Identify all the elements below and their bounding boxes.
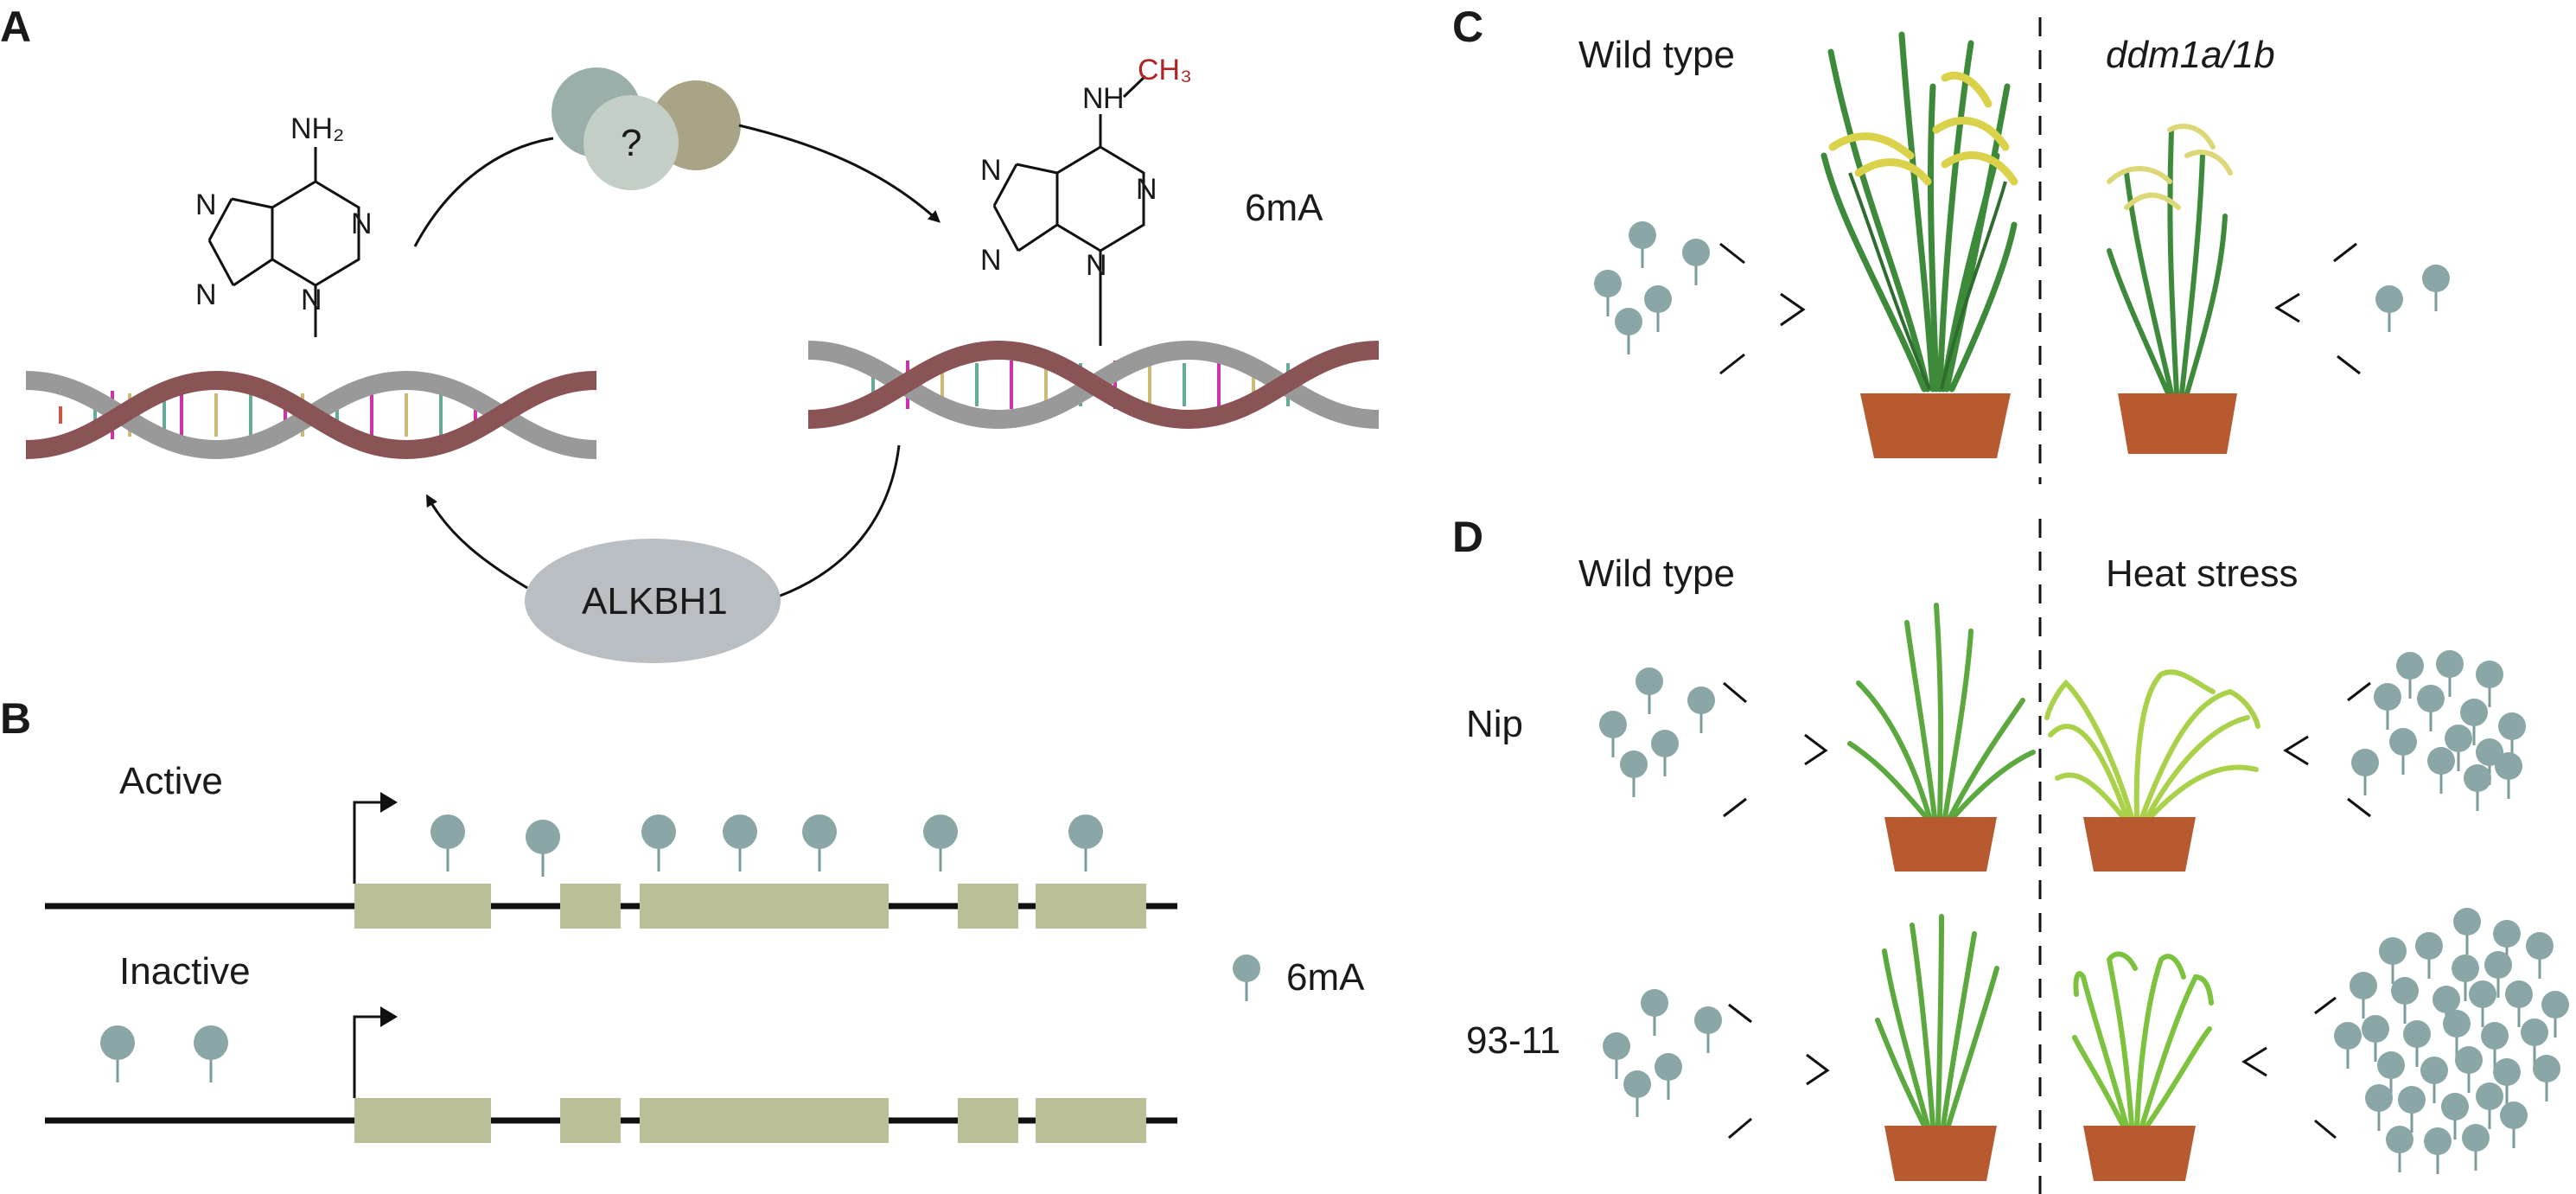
rice-plant-ddm1-mutant bbox=[2107, 124, 2237, 454]
6ma-mark-cluster bbox=[2332, 906, 2571, 1176]
panel-d: D Wild type Heat stress Nip 93-11 bbox=[1452, 513, 2571, 1194]
nh-label: N bbox=[1082, 82, 1104, 115]
eraser-alkbh1: ALKBH1 bbox=[525, 539, 781, 663]
6ma-mark bbox=[1067, 813, 1105, 873]
n-atom: N bbox=[301, 284, 322, 316]
c-right-title: ddm1a/1b bbox=[2106, 34, 2275, 76]
n-atom: N bbox=[1136, 173, 1157, 206]
row-label-93-11: 93-11 bbox=[1466, 1019, 1560, 1062]
ch3-label: CH₃ bbox=[1138, 54, 1192, 86]
n-atom: N bbox=[1086, 249, 1107, 282]
panel-a: A NH₂ N N N N bbox=[0, 3, 1380, 663]
rice-plant-nip-control bbox=[1847, 603, 2036, 872]
6ma-mark bbox=[921, 813, 960, 873]
dna-helix-unmethylated bbox=[25, 370, 597, 460]
greater-than-symbol bbox=[1804, 733, 1828, 766]
n-atom: N bbox=[980, 154, 1002, 187]
6ma-mark-cluster bbox=[1592, 220, 1712, 356]
dna-helix-methylated bbox=[807, 340, 1380, 430]
eraser-label: ALKBH1 bbox=[582, 580, 728, 623]
gene-inactive bbox=[45, 1006, 1177, 1143]
panel-letter-a: A bbox=[0, 3, 31, 51]
demethylation-arrow bbox=[426, 494, 528, 590]
6ma-molecule: N H CH₃ N N N N 6mA bbox=[980, 54, 1323, 346]
product-label: 6mA bbox=[1245, 187, 1323, 229]
6ma-mark-cluster bbox=[2374, 263, 2452, 334]
panel-letter-b: B bbox=[0, 694, 31, 743]
svg-text:H: H bbox=[1103, 82, 1125, 115]
n-atom: N bbox=[351, 208, 373, 240]
6ma-mark bbox=[524, 818, 562, 878]
gene-active bbox=[45, 792, 1177, 929]
inactive-label: Inactive bbox=[119, 950, 251, 993]
6ma-mark bbox=[99, 1024, 137, 1084]
panel-letter-d: D bbox=[1452, 513, 1483, 561]
adenine-molecule: NH₂ N N N N bbox=[195, 112, 373, 337]
d-right-title: Heat stress bbox=[2106, 552, 2299, 595]
row-label-nip: Nip bbox=[1466, 703, 1523, 745]
less-than-symbol bbox=[2274, 292, 2300, 323]
panel-letter-c: C bbox=[1452, 3, 1483, 51]
6ma-mark bbox=[640, 813, 678, 873]
panel-c: C Wild type ddm1a/1b bbox=[1452, 3, 2452, 484]
less-than-symbol bbox=[2241, 1046, 2267, 1077]
legend-label: 6mA bbox=[1286, 956, 1365, 999]
arrow-curve bbox=[413, 137, 554, 247]
6ma-mark-cluster bbox=[1601, 987, 1724, 1119]
arrow-curve bbox=[777, 444, 901, 598]
tss-arrow bbox=[353, 1015, 380, 1098]
d-left-title: Wild type bbox=[1578, 552, 1735, 595]
rice-plant-93-11-heat bbox=[2072, 951, 2214, 1181]
6ma-mark-cluster bbox=[2350, 648, 2528, 813]
legend-marker bbox=[1231, 953, 1262, 1003]
panel-b: B Active Inactive bbox=[0, 694, 1365, 1143]
n-atom: N bbox=[195, 278, 217, 311]
legend: 6mA bbox=[1231, 953, 1365, 1003]
writer-unknown-label: ? bbox=[621, 122, 641, 164]
writer-enzyme-complex: ? bbox=[552, 67, 741, 190]
less-than-symbol bbox=[2283, 735, 2309, 766]
n-atom: N bbox=[195, 188, 217, 221]
6ma-mark bbox=[192, 1024, 230, 1084]
6ma-mark bbox=[429, 813, 467, 873]
c-left-title: Wild type bbox=[1578, 34, 1735, 76]
n-atom: N bbox=[980, 244, 1002, 277]
6ma-mark-cluster bbox=[1597, 666, 1717, 799]
6ma-mark bbox=[721, 813, 759, 873]
nh2-label: NH₂ bbox=[290, 112, 344, 145]
rice-plant-wild-type bbox=[1820, 31, 2018, 458]
greater-than-symbol bbox=[1806, 1053, 1830, 1086]
rice-plant-nip-heat bbox=[2044, 669, 2260, 872]
greater-than-symbol bbox=[1780, 292, 1806, 327]
tss-arrow bbox=[353, 801, 380, 884]
methylation-arrow bbox=[738, 124, 940, 223]
active-label: Active bbox=[119, 760, 223, 802]
rice-plant-93-11-control bbox=[1875, 914, 1999, 1181]
6ma-mark bbox=[800, 813, 838, 873]
